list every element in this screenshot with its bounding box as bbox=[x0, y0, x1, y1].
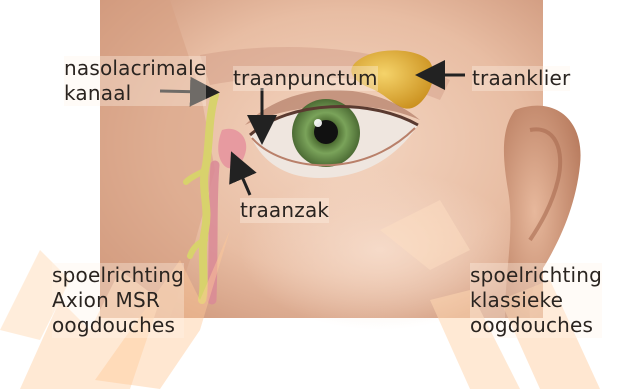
label-lacrimal-gland: traanklier bbox=[472, 66, 570, 91]
label-axion-line2: Axion MSR bbox=[52, 288, 184, 313]
label-flow-direction-classic: spoelrichting klassieke oogdouches bbox=[470, 263, 602, 338]
label-nasolacrimal-duct: nasolacrimale kanaal bbox=[64, 56, 206, 106]
label-classic-line3: oogdouches bbox=[470, 313, 602, 338]
label-flow-direction-axion: spoelrichting Axion MSR oogdouches bbox=[52, 263, 184, 338]
label-nasolacrimal-line2: kanaal bbox=[64, 81, 206, 106]
label-nasolacrimal-line1: nasolacrimale bbox=[64, 56, 206, 81]
label-axion-line1: spoelrichting bbox=[52, 263, 184, 288]
eye-reflection bbox=[314, 119, 322, 127]
label-tear-sac: traanzak bbox=[240, 198, 329, 223]
label-classic-line2: klassieke bbox=[470, 288, 602, 313]
label-axion-line3: oogdouches bbox=[52, 313, 184, 338]
label-classic-line1: spoelrichting bbox=[470, 263, 602, 288]
label-tear-punctum: traanpunctum bbox=[233, 66, 378, 91]
